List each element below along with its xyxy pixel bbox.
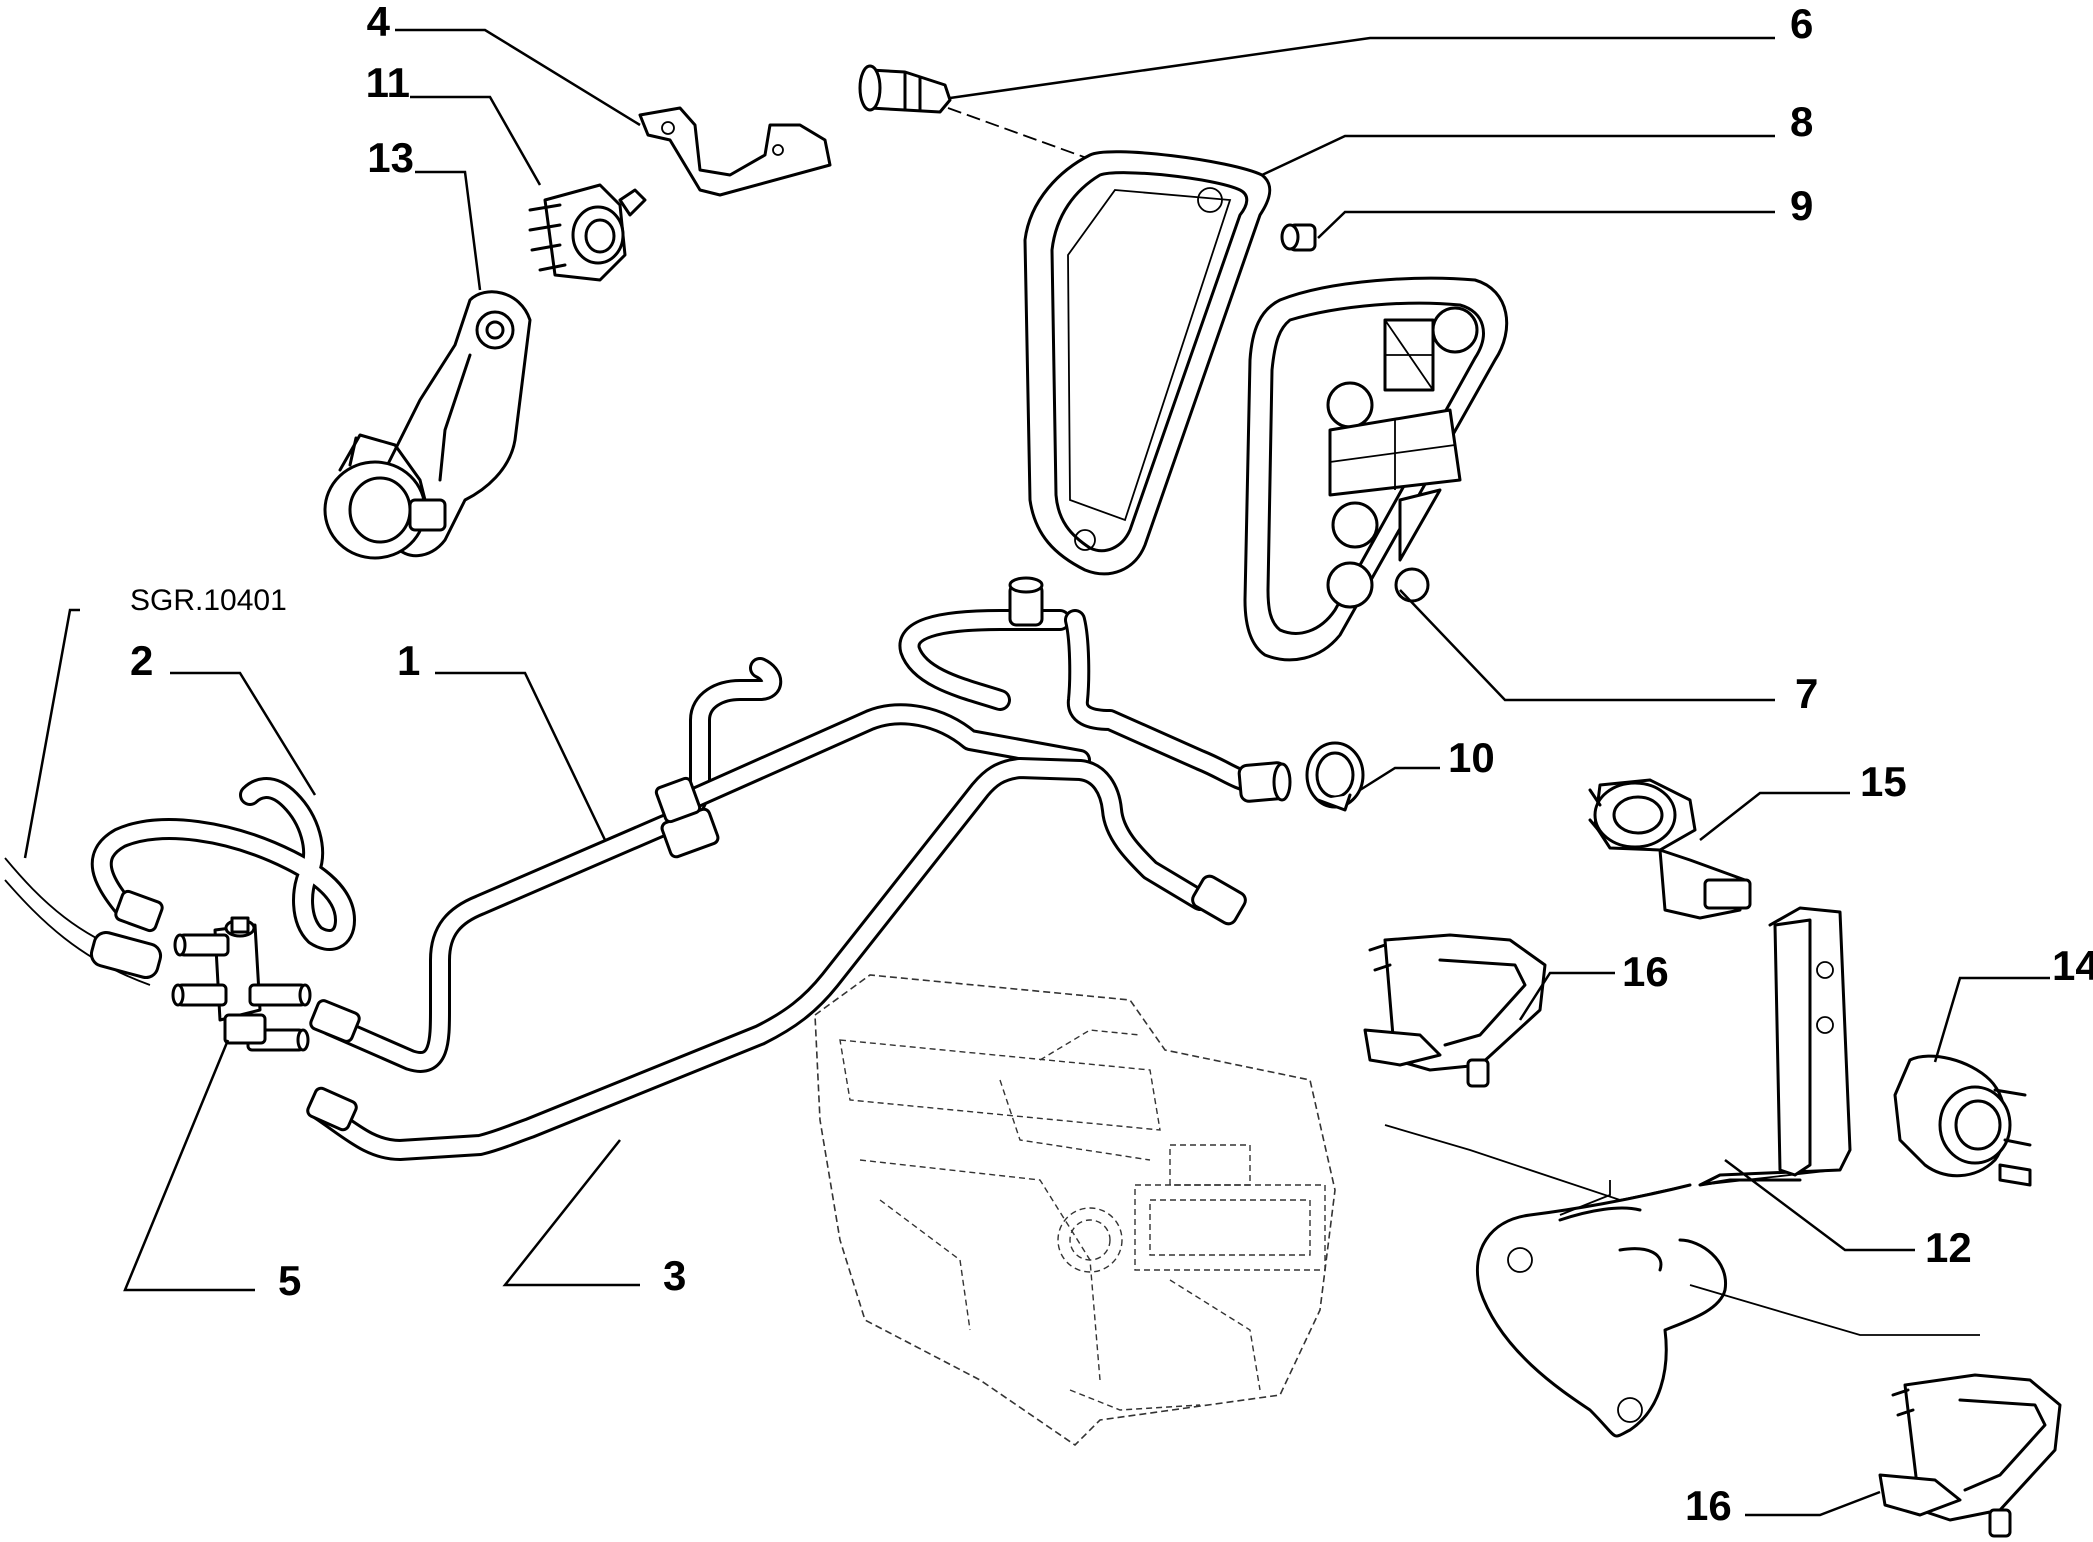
callout-15: 15	[1860, 758, 1907, 805]
callout-11: 11	[366, 59, 410, 106]
callout-16-upper: 16	[1622, 948, 1669, 995]
callout-5: 5	[278, 1257, 301, 1304]
callout-labels: 4 11 13 6 8 9 7 10 15 14 16 12 16 2 1 3 …	[130, 0, 2093, 1529]
clip-16-upper	[1363, 933, 1547, 1088]
heater-unit-ghost	[814, 974, 1336, 1447]
callout-14: 14	[2052, 942, 2093, 989]
callout-8: 8	[1790, 98, 1813, 145]
hose-assembly	[90, 576, 1292, 1161]
clip-11	[528, 183, 647, 282]
bolt-6	[858, 64, 1246, 216]
callout-16-lower: 16	[1685, 1482, 1732, 1529]
cover-7	[1243, 276, 1509, 662]
reference-code: SGR.10401	[130, 584, 287, 617]
callout-10: 10	[1448, 734, 1495, 781]
callout-3: 3	[663, 1252, 686, 1299]
callout-4: 4	[367, 0, 391, 45]
water-valve	[171, 916, 312, 1052]
leader-lines	[23, 28, 2050, 1517]
clip-14	[1893, 1054, 2032, 1187]
callout-12: 12	[1925, 1224, 1972, 1271]
gasket-8	[1023, 150, 1272, 576]
clip-15	[1588, 778, 1752, 920]
callout-2: 2	[130, 637, 153, 684]
nut-9	[1280, 223, 1317, 252]
callout-13: 13	[367, 134, 414, 181]
bracket-12	[1384, 906, 1980, 1438]
clamp-10	[1305, 741, 1365, 812]
bracket-13	[323, 290, 532, 560]
reference-hose-section	[4, 857, 163, 986]
callout-1: 1	[397, 637, 420, 684]
clip-16-lower	[1878, 1373, 2062, 1538]
bracket-4	[638, 106, 832, 197]
callout-7: 7	[1795, 670, 1818, 717]
callout-9: 9	[1790, 182, 1813, 229]
callout-6: 6	[1790, 0, 1813, 47]
